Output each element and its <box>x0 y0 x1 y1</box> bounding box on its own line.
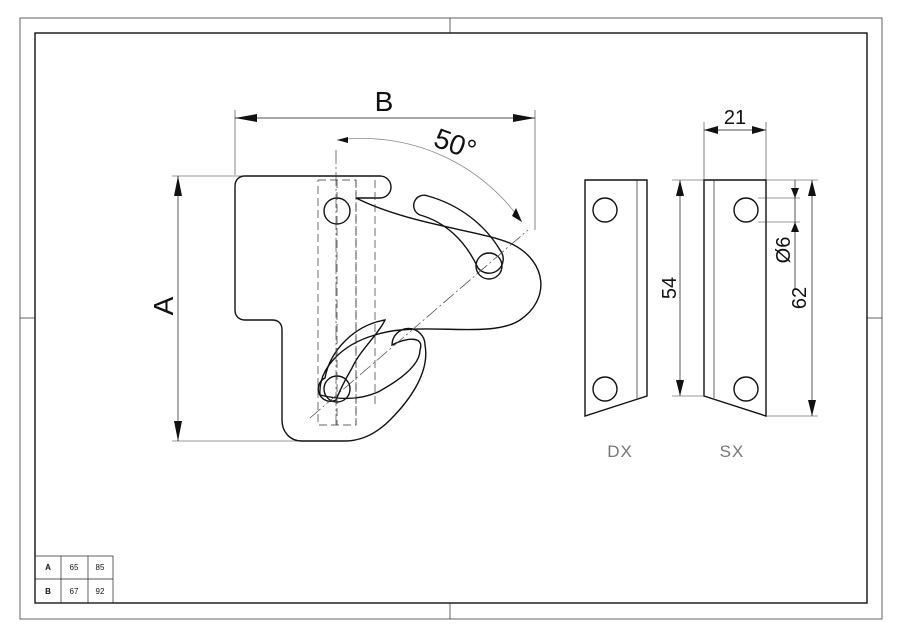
table-row-a-v2: 85 <box>96 563 105 572</box>
size-table: A 65 85 B 67 92 <box>34 555 114 604</box>
side-view-dx: DX <box>584 179 648 461</box>
dim-width-label: 21 <box>724 107 746 129</box>
dim-54-label: 54 <box>659 277 681 299</box>
hook-outline <box>234 175 542 442</box>
label-dx: DX <box>607 442 633 461</box>
label-sx: SX <box>720 442 745 461</box>
dim-a-label: A <box>148 296 179 315</box>
table-row-b-key: B <box>45 587 51 596</box>
table-row-a-key: A <box>45 563 51 572</box>
hole-center-right <box>475 252 503 280</box>
sheet-frame <box>19 17 883 620</box>
main-view: B A 50° <box>148 86 542 442</box>
dim-hole-label: Ø6 <box>773 237 795 264</box>
dim-b-label: B <box>375 86 394 117</box>
upper-slot <box>413 194 504 274</box>
lower-slot <box>317 319 387 402</box>
table-row-b-v1: 67 <box>70 587 79 596</box>
side-view-sx: SX <box>703 179 767 461</box>
dim-62-label: 62 <box>789 287 811 309</box>
table-row-b-v2: 92 <box>96 587 105 596</box>
side-dimensions: 21 54 Ø6 62 <box>659 107 818 417</box>
angle-label: 50° <box>430 122 480 166</box>
table-row-a-v1: 65 <box>70 563 79 572</box>
